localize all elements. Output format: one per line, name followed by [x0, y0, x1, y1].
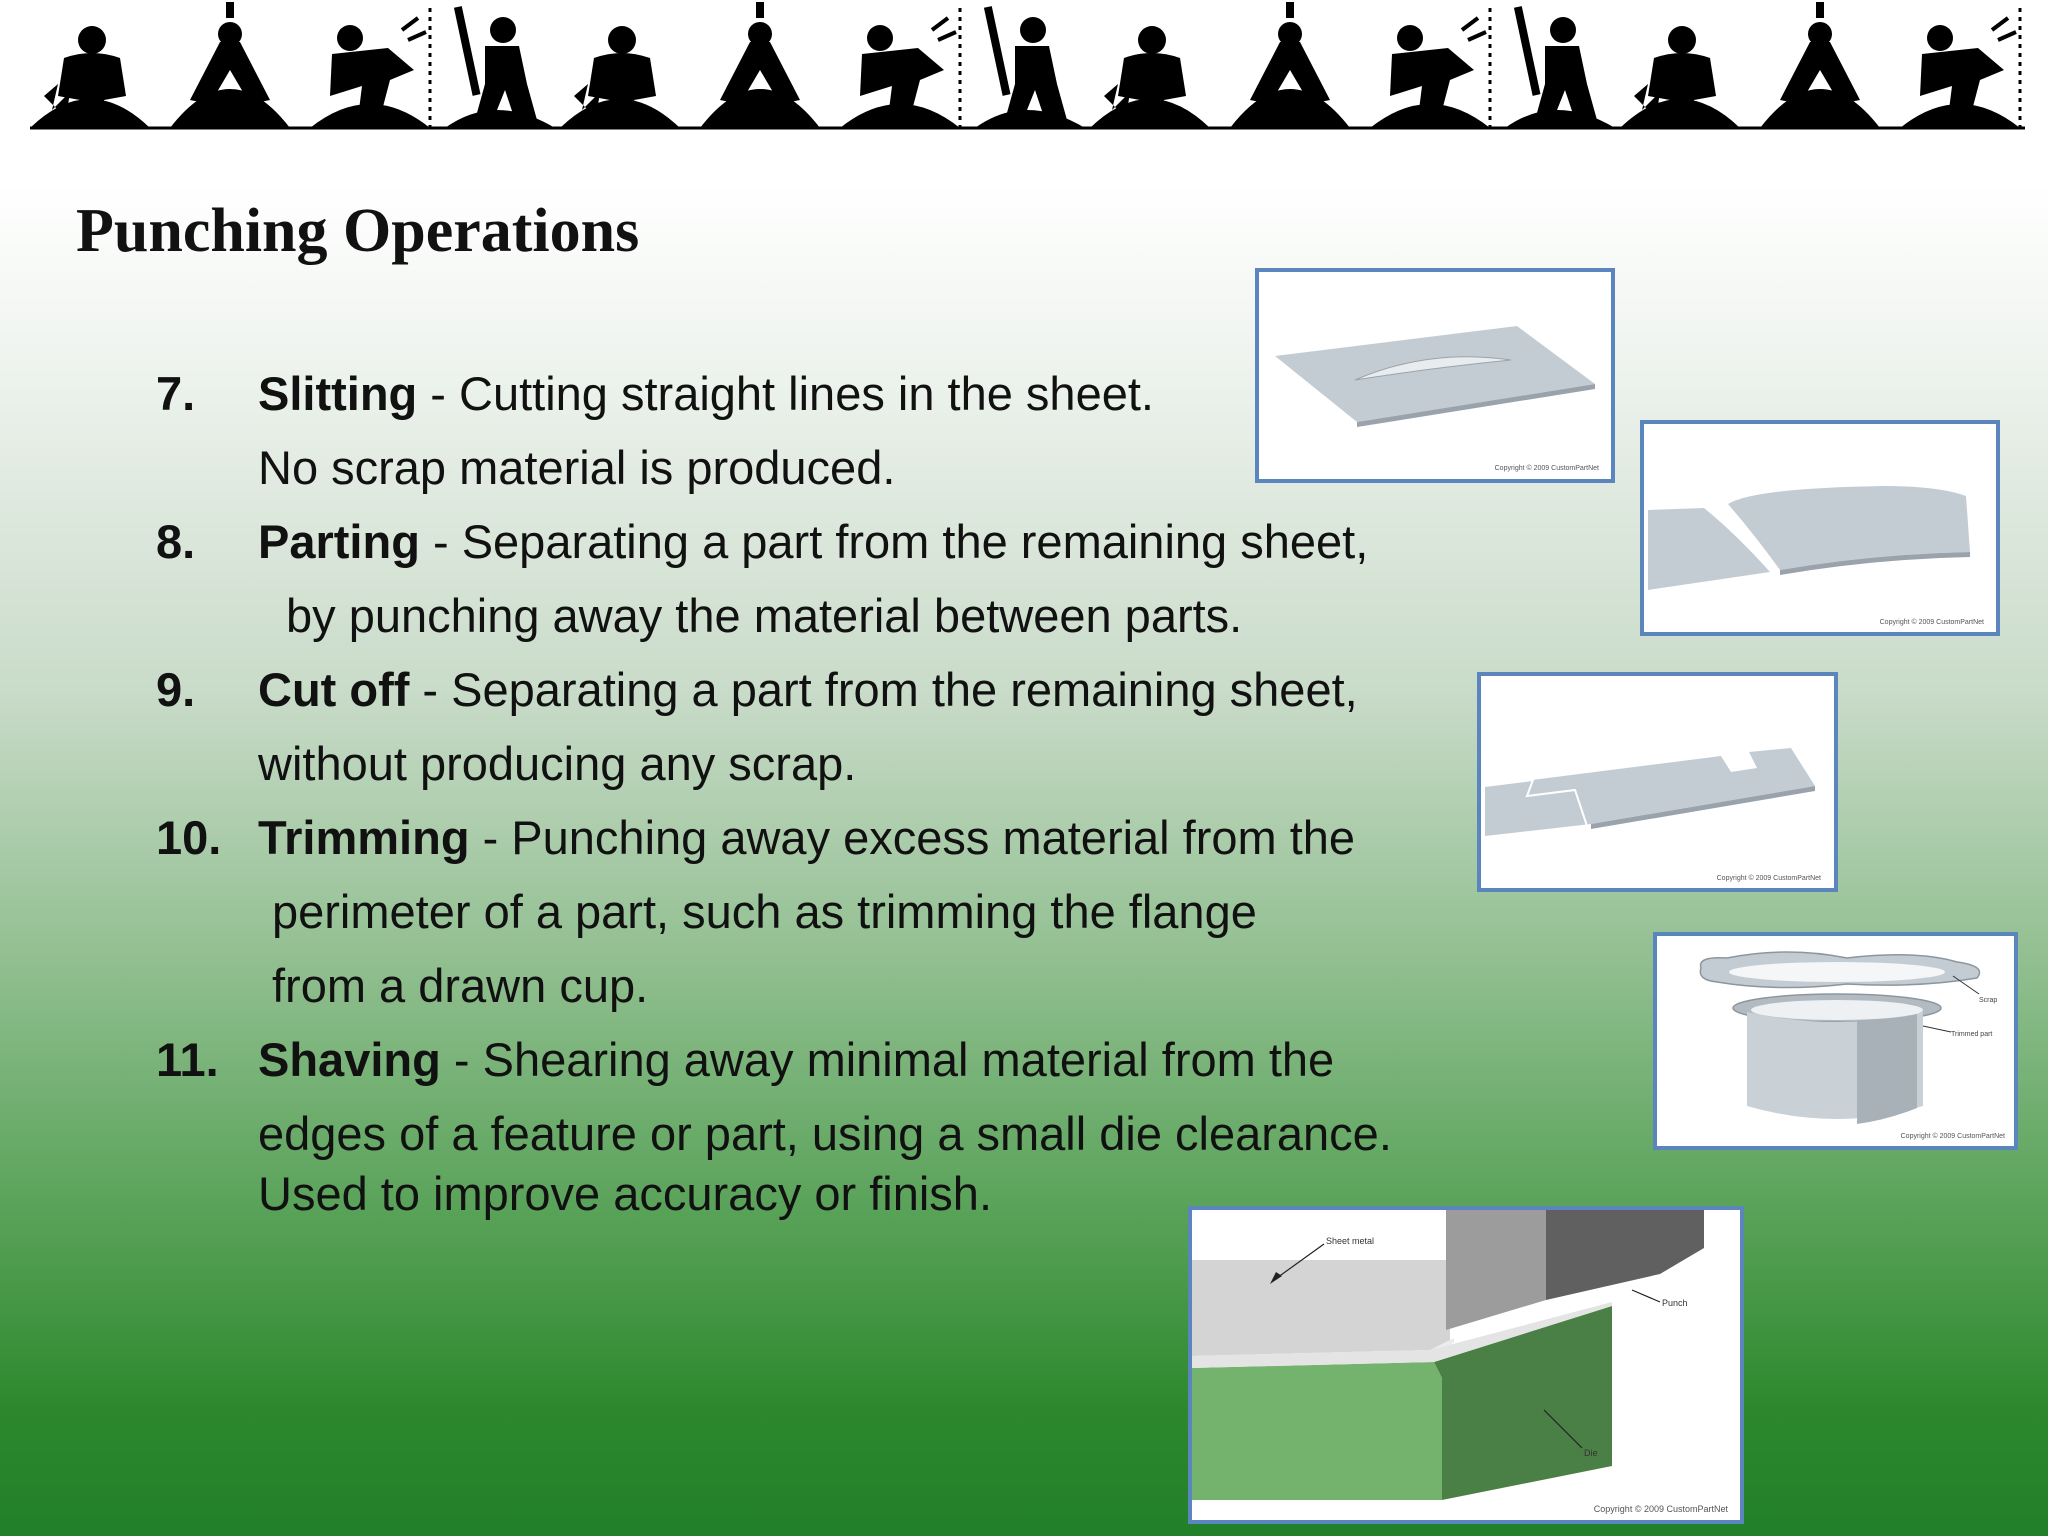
- slide-title: Punching Operations: [76, 197, 640, 265]
- figure-shaving: Sheet metal Punch Die Copyright © 2009 C…: [1188, 1206, 1744, 1524]
- item-number: 11.: [156, 1033, 219, 1086]
- figure-trimming: Scrap Trimmed part Copyright © 2009 Cust…: [1653, 932, 2018, 1150]
- item-desc: - Separating a part from the remaining s…: [409, 663, 1358, 716]
- item-line-2: perimeter of a part, such as trimming th…: [272, 885, 1257, 938]
- item-desc: - Separating a part from the remaining s…: [419, 515, 1369, 568]
- decorative-banner: [30, 2, 2025, 130]
- item-line-1: Trimming - Punching away excess material…: [258, 810, 1355, 866]
- item-number: 8.: [156, 515, 196, 568]
- cut-off-illustration: Copyright © 2009 CustomPartNet: [1484, 748, 1821, 882]
- figure-copyright: Copyright © 2009 CustomPartNet: [1880, 618, 1984, 626]
- item-line-3: Used to improve accuracy or finish.: [258, 1167, 993, 1220]
- slitting-illustration: Copyright © 2009 CustomPartNet: [1275, 326, 1599, 472]
- item-line-2: No scrap material is produced.: [258, 441, 896, 494]
- item-desc: - Cutting straight lines in the sheet.: [417, 367, 1154, 420]
- item-number: 10.: [156, 811, 222, 864]
- figure-label-trimmed-part: Trimmed part: [1951, 1031, 1992, 1038]
- figure-copyright: Copyright © 2009 CustomPartNet: [1495, 464, 1599, 472]
- item-term: Parting: [258, 515, 420, 568]
- figure-copyright: Copyright © 2009 CustomPartNet: [1717, 874, 1821, 882]
- item-desc: - Shearing away minimal material from th…: [440, 1033, 1335, 1086]
- figure-slitting: Copyright © 2009 CustomPartNet: [1255, 268, 1615, 483]
- item-number: 9.: [156, 663, 196, 716]
- item-term: Trimming: [258, 811, 470, 864]
- parting-illustration: Copyright © 2009 CustomPartNet: [1648, 486, 1984, 626]
- figure-cut-off: Copyright © 2009 CustomPartNet: [1477, 672, 1838, 892]
- figure-label-punch: Punch: [1662, 1298, 1688, 1308]
- item-line-1: Parting - Separating a part from the rem…: [258, 514, 1368, 570]
- item-line-1: Shaving - Shearing away minimal material…: [258, 1032, 1334, 1088]
- item-term: Cut off: [258, 663, 410, 716]
- item-number: 7.: [156, 367, 196, 420]
- item-line-2: without producing any scrap.: [258, 737, 857, 790]
- item-line-3: from a drawn cup.: [272, 959, 649, 1012]
- item-desc: - Punching away excess material from the: [469, 811, 1356, 864]
- figure-copyright: Copyright © 2009 CustomPartNet: [1901, 1132, 2005, 1140]
- item-term: Shaving: [258, 1033, 441, 1086]
- figure-label-sheet-metal: Sheet metal: [1326, 1236, 1374, 1246]
- item-line-2: by punching away the material between pa…: [286, 589, 1243, 642]
- item-term: Slitting: [258, 367, 418, 420]
- shaving-illustration: Sheet metal Punch Die Copyright © 2009 C…: [1192, 1210, 1740, 1520]
- item-line-1: Cut off - Separating a part from the rem…: [258, 662, 1358, 718]
- figure-label-die: Die: [1584, 1448, 1598, 1458]
- figure-copyright: Copyright © 2009 CustomPartNet: [1594, 1504, 1729, 1514]
- item-line-2: edges of a feature or part, using a smal…: [258, 1107, 1392, 1160]
- figure-label-scrap: Scrap: [1979, 997, 1997, 1004]
- figure-parting: Copyright © 2009 CustomPartNet: [1640, 420, 2000, 636]
- trimming-illustration: Scrap Trimmed part Copyright © 2009 Cust…: [1699, 951, 2005, 1140]
- item-line-1: Slitting - Cutting straight lines in the…: [258, 366, 1154, 422]
